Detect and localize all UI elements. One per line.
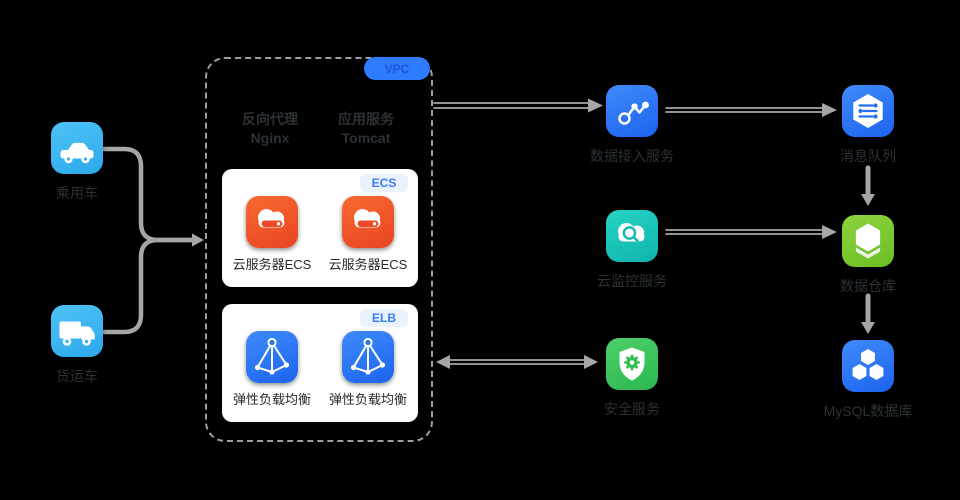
- ecs-group-card: ECS 云服务器ECS 云服务器ECS: [222, 169, 418, 287]
- panel-title-1-line1: 反向代理: [242, 111, 298, 127]
- arrowhead-down-2: [861, 322, 875, 334]
- node-cloud-monitor: 云监控服务: [572, 210, 692, 291]
- mysql-database-label: MySQL数据库: [823, 403, 913, 419]
- elb-group-card: ELB 弹性负载均衡: [222, 304, 418, 422]
- node-data-access: 数据接入服务: [572, 85, 692, 166]
- node-security: 安全服务: [572, 338, 692, 419]
- ecs-node-2: 云服务器ECS: [326, 196, 410, 287]
- ecs-label-2: 云服务器ECS: [328, 257, 408, 272]
- panel-title-2-line1: 应用服务: [338, 111, 394, 127]
- elb-node-1: 弹性负载均衡: [230, 331, 314, 422]
- panel-title-2: 应用服务 Tomcat: [318, 110, 414, 148]
- arrow-panel-security-shaft: [449, 359, 585, 365]
- car-icon: [51, 122, 103, 174]
- arrowhead-security-left: [436, 355, 450, 369]
- data-access-icon: [606, 85, 658, 137]
- data-warehouse-icon: [842, 215, 894, 267]
- node-truck: 货运车: [17, 305, 137, 386]
- elb-badge: ELB: [360, 309, 408, 327]
- cloud-monitor-icon: [606, 210, 658, 262]
- message-queue-label: 消息队列: [840, 148, 896, 164]
- elb-node-2: 弹性负载均衡: [326, 331, 410, 422]
- arrowhead-down-1: [861, 194, 875, 206]
- vpc-badge: VPC: [364, 57, 430, 80]
- node-message-queue: 消息队列: [808, 85, 928, 166]
- panel-title-1-line2: Nginx: [250, 130, 290, 146]
- truck-icon: [51, 305, 103, 357]
- ecs-icon: [246, 196, 298, 248]
- arrow-panel-to-data-access: [433, 102, 589, 109]
- arrowhead-into-panel: [192, 233, 204, 247]
- elb-icon: [246, 331, 298, 383]
- panel-title-1: 反向代理 Nginx: [222, 110, 318, 148]
- data-access-label: 数据接入服务: [590, 148, 674, 164]
- elb-icon: [342, 331, 394, 383]
- ecs-node-1: 云服务器ECS: [230, 196, 314, 287]
- vpc-badge-label: VPC: [384, 61, 410, 76]
- panel-title-2-line2: Tomcat: [341, 130, 391, 146]
- mysql-cluster-icon: [842, 340, 894, 392]
- node-mysql-database: MySQL数据库: [808, 340, 928, 421]
- car-label: 乘用车: [56, 185, 98, 201]
- vpc-panel: [205, 57, 433, 442]
- ecs-label-1: 云服务器ECS: [232, 257, 312, 272]
- truck-label: 货运车: [56, 368, 98, 384]
- security-shield-icon: [606, 338, 658, 390]
- elb-label-1: 弹性负载均衡: [232, 392, 311, 407]
- message-queue-icon: [842, 85, 894, 137]
- ecs-badge: ECS: [360, 174, 408, 192]
- cloud-monitor-label: 云监控服务: [597, 273, 667, 289]
- ecs-icon: [342, 196, 394, 248]
- data-warehouse-label: 数据仓库: [840, 278, 896, 294]
- security-label: 安全服务: [604, 401, 660, 417]
- node-car: 乘用车: [17, 122, 137, 203]
- elb-label-2: 弹性负载均衡: [328, 392, 407, 407]
- node-data-warehouse: 数据仓库: [808, 215, 928, 296]
